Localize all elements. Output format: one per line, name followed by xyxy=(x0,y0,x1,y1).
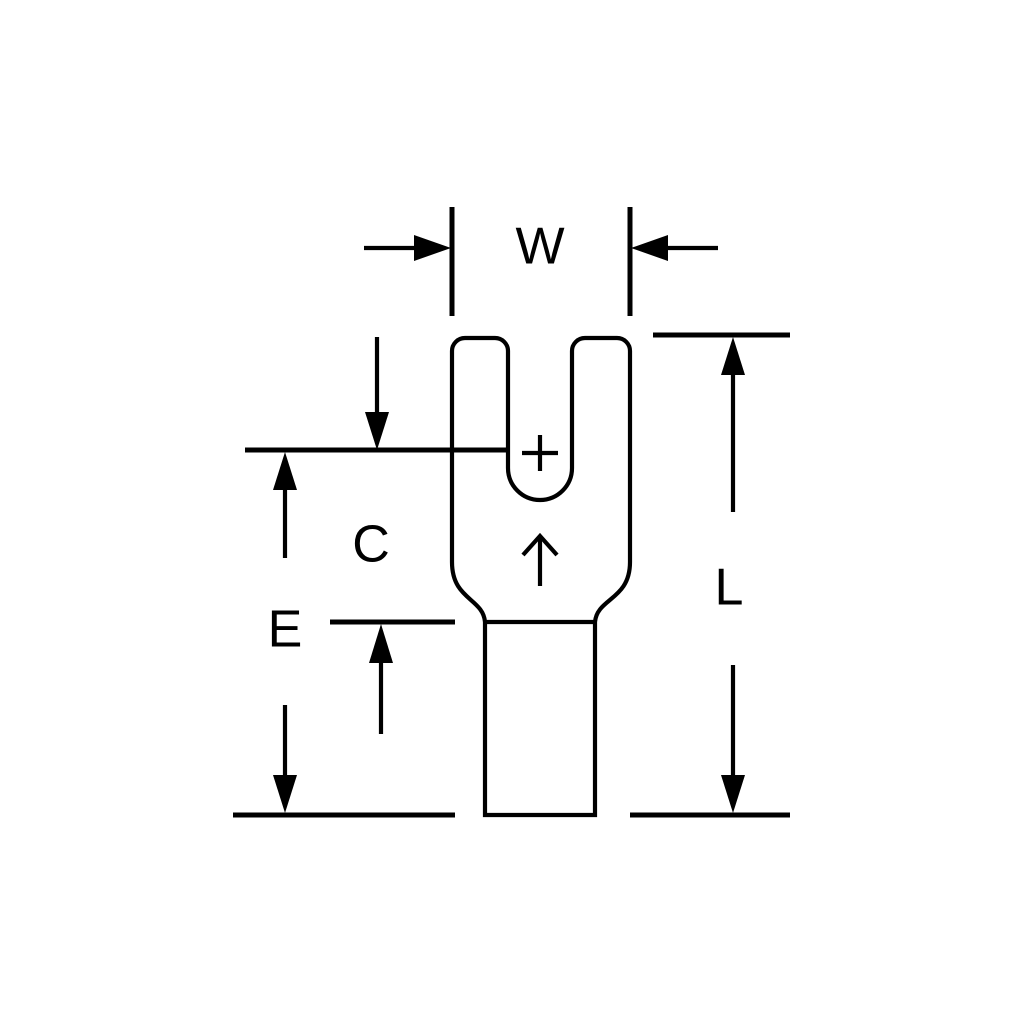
dimension-label-c: C xyxy=(352,516,390,574)
w-arrow-head-right xyxy=(631,235,668,261)
c-leader-head-down xyxy=(365,412,389,450)
e-arrow-head-down xyxy=(273,775,297,813)
l-arrow-head-down xyxy=(721,775,745,813)
dimension-w-group: W xyxy=(364,207,718,316)
dimension-e-group: E xyxy=(233,601,455,818)
dimension-label-l: L xyxy=(715,559,744,617)
w-arrow-head-left xyxy=(414,235,451,261)
c-arrow-head-up xyxy=(273,452,297,490)
tongue-leader-arrow-group xyxy=(521,532,559,586)
e-arrow-head-up xyxy=(369,624,393,663)
center-mark-group xyxy=(522,435,558,471)
l-arrow-head-up xyxy=(721,337,745,375)
dimension-l-group: L xyxy=(630,332,790,818)
dimension-c-group: C xyxy=(245,337,508,574)
dimension-label-w: W xyxy=(515,218,564,276)
dimension-label-e: E xyxy=(268,601,303,659)
fork-terminal-outline xyxy=(449,335,633,818)
tongue-leader-head-up-icon xyxy=(521,532,559,557)
part-outline-group xyxy=(449,335,633,818)
